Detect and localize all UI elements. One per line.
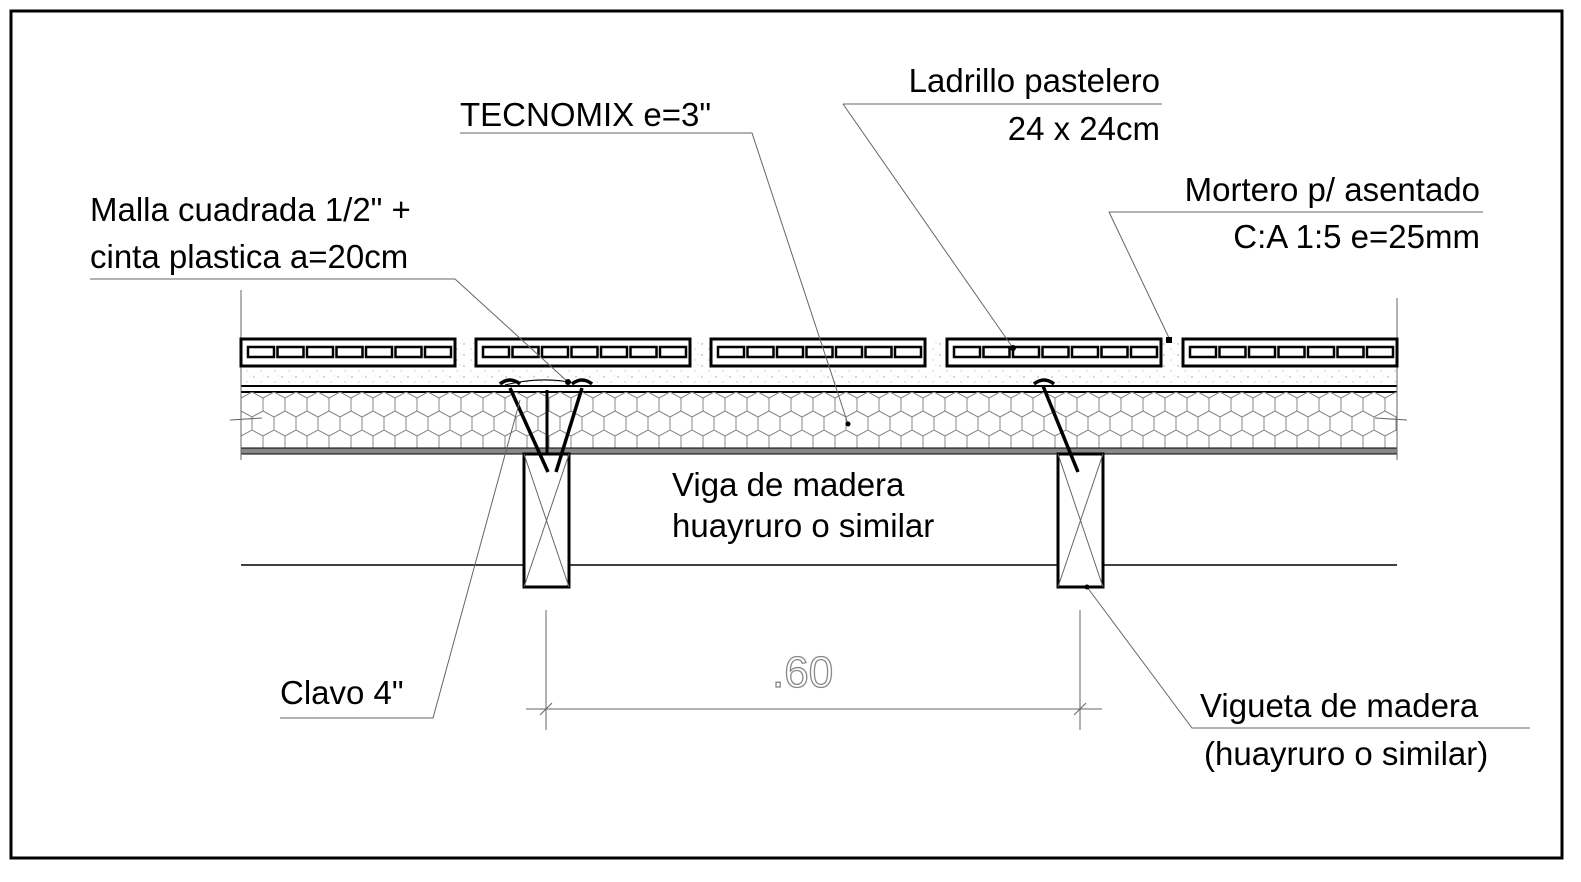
brick-hole [305,345,335,359]
dimension-060 [526,610,1102,730]
brick-hole [805,345,834,359]
brick-hole [246,345,276,359]
brick-hole [599,345,629,359]
brick-tile [474,337,692,368]
brick-hole [1070,345,1100,359]
brick-hole [540,345,570,359]
brick-hole [481,345,511,359]
label-ladrillo-size: 24 x 24cm [1008,110,1160,147]
brick-hole [276,345,305,359]
brick-hole [716,345,746,359]
brick-hole [1218,345,1247,359]
label-mortero-spec: C:A 1:5 e=25mm [1233,218,1480,255]
brick-hole [864,345,893,359]
brick-hole [1247,345,1277,359]
brick-hole [893,345,923,359]
brick-hole [423,345,453,359]
brick-hole [1336,345,1365,359]
brick-hole [982,345,1011,359]
brick-hole [1129,345,1159,359]
brick-hole [952,345,982,359]
brick-hole [511,345,540,359]
label-tecnomix: TECNOMIX e=3" [460,96,711,133]
label-malla: Malla cuadrada 1/2" + [90,191,411,228]
brick-hole [658,345,688,359]
label-vigueta-2: (huayruro o similar) [1204,735,1488,772]
drawing-frame [9,9,1564,860]
brick-hole [1011,345,1041,359]
label-viga: Viga de madera [672,466,905,503]
brick-hole [364,345,394,359]
label-malla-2: cinta plastica a=20cm [90,238,408,275]
brick-hole [1100,345,1129,359]
dimension-value: .60 [772,648,833,697]
brick-hole [1365,345,1395,359]
brick-hole [335,345,364,359]
brick-hole [570,345,599,359]
nails [498,378,1080,473]
tecnomix-layer [241,392,1397,448]
brick-hole [1041,345,1070,359]
brick-hole [746,345,775,359]
brick-hole [1188,345,1218,359]
label-clavo: Clavo 4" [280,674,404,711]
brick-tile [709,337,927,368]
brick-tiles [239,337,1399,368]
label-viga-2: huayruro o similar [672,507,934,544]
beam-right [1056,452,1105,589]
brick-hole [834,345,864,359]
label-vigueta: Vigueta de madera [1200,687,1479,724]
label-mortero: Mortero p/ asentado [1185,171,1480,208]
beam-left [522,452,571,589]
label-ladrillo: Ladrillo pastelero [909,62,1160,99]
leader-lines [90,103,1530,729]
brick-hole [1277,345,1306,359]
brick-hole [629,345,658,359]
bottom-board [240,447,1398,455]
brick-hole [775,345,805,359]
brick-hole [1306,345,1336,359]
brick-hole [394,345,423,359]
